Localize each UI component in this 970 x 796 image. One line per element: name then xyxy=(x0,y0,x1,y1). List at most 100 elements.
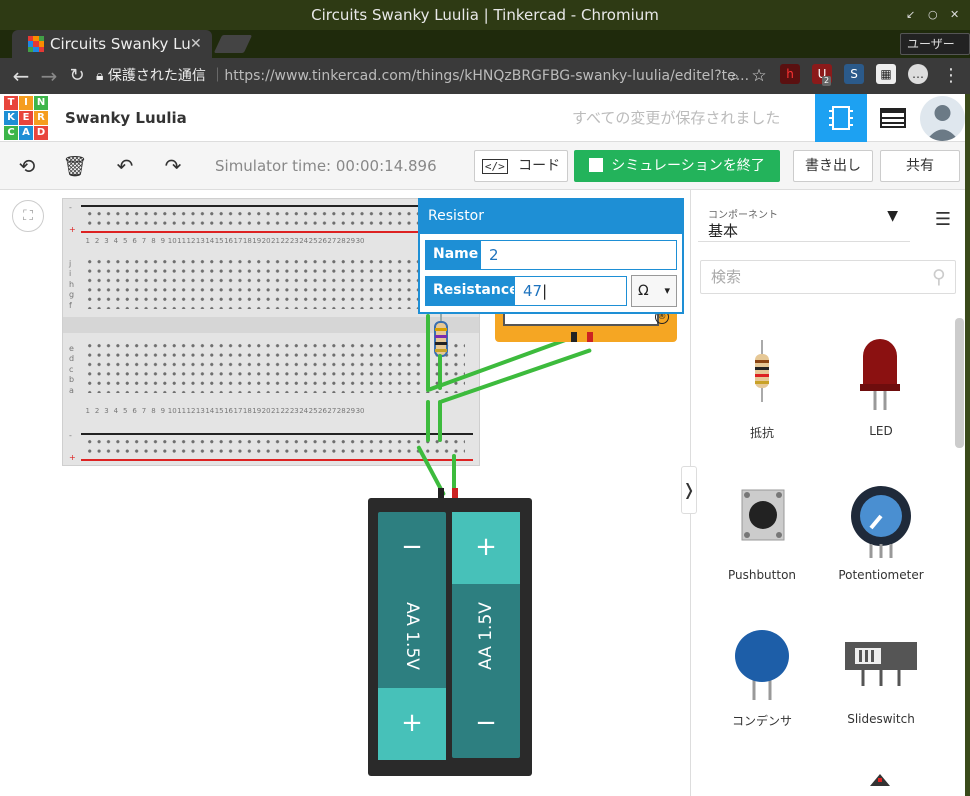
extension-s-icon[interactable]: S xyxy=(844,64,864,84)
component-label: Potentiometer xyxy=(838,568,924,582)
component-label: コンデンサ xyxy=(731,714,792,728)
wire[interactable] xyxy=(426,400,430,442)
back-icon[interactable]: ← xyxy=(12,64,30,88)
component-tile-potentiometer[interactable]: Potentiometer xyxy=(825,480,937,590)
rotate-icon[interactable]: ⟲ xyxy=(18,154,36,178)
resistance-label: Resistance xyxy=(425,276,519,306)
stop-simulation-button[interactable]: シミュレーションを終了 xyxy=(574,150,780,182)
power-rail-holes xyxy=(85,437,465,457)
address-bar xyxy=(0,58,970,94)
trash-icon[interactable]: 🗑︎ xyxy=(62,154,88,178)
battery-pack[interactable]: − AA 1.5V + + AA 1.5V − xyxy=(368,498,532,776)
project-title[interactable]: Swanky Luulia xyxy=(65,109,187,127)
simulator-time: Simulator time: 00:00:14.896 xyxy=(215,157,437,175)
probe-black xyxy=(571,332,577,342)
logo-letter: I xyxy=(19,96,33,110)
led-icon xyxy=(860,339,900,410)
battery-terminal-negative xyxy=(438,488,444,500)
logo-letter: C xyxy=(4,126,18,140)
save-status: すべての変更が保存されました xyxy=(572,109,781,127)
resistor-icon xyxy=(755,340,769,402)
search-icon[interactable]: ⚲ xyxy=(932,266,946,288)
component-tile-led[interactable]: LED xyxy=(825,332,937,442)
tinkercad-logo[interactable]: T I N K E R C A D xyxy=(4,96,48,140)
rail-line-negative xyxy=(81,433,473,435)
browser-menu-icon[interactable]: ⋮ xyxy=(942,65,960,86)
circuit-view-button[interactable] xyxy=(815,94,867,142)
panel-collapse-button[interactable]: ❭ xyxy=(681,466,697,514)
share-button[interactable]: 共有 xyxy=(880,150,960,182)
logo-letter: N xyxy=(34,96,48,110)
fit-view-icon[interactable]: ⛶ xyxy=(12,200,44,232)
url-input[interactable]: 🔒︎ 保護された通信 ｜https://www.tinkercad.com/th… xyxy=(96,68,750,84)
name-input[interactable]: 2 xyxy=(480,240,677,270)
component-tile-pushbutton[interactable]: Pushbutton xyxy=(706,480,818,590)
component-tile-resistor[interactable]: 抵抗 xyxy=(706,332,818,442)
components-panel xyxy=(690,190,965,796)
chat-extension-icon[interactable]: … xyxy=(908,64,928,84)
extension-h-icon[interactable]: h xyxy=(780,64,800,84)
unit-value: Ω xyxy=(638,283,649,299)
tab-title: Circuits Swanky Lu xyxy=(50,35,191,53)
redo-icon[interactable]: ↷ xyxy=(164,154,182,178)
panel-scrollbar[interactable] xyxy=(955,318,964,448)
rail-sign: - xyxy=(69,203,72,212)
component-tile-slideswitch[interactable]: Slideswitch xyxy=(825,624,937,734)
component-tile-capacitor[interactable]: コンデンサ xyxy=(706,624,818,734)
export-button[interactable]: 書き出し xyxy=(793,150,873,182)
component-preview-icon xyxy=(870,774,890,786)
cell-sign: − xyxy=(475,708,497,738)
wire[interactable] xyxy=(426,314,430,392)
inspector-title: Resistor xyxy=(418,198,684,234)
code-button[interactable]: </> コード xyxy=(474,150,568,182)
power-rail-holes xyxy=(85,209,465,229)
category-caption: コンポーネント xyxy=(708,210,778,221)
browser-tab[interactable]: Circuits Swanky Lu xyxy=(12,30,212,58)
rail-sign: + xyxy=(69,225,76,234)
user-silhouette-icon xyxy=(926,105,959,141)
slideswitch-icon xyxy=(845,642,917,686)
list-view-icon[interactable]: ☰ xyxy=(934,209,952,230)
qr-extension-icon[interactable]: ▦ xyxy=(876,64,896,84)
logo-letter: D xyxy=(34,126,48,140)
component-category-select[interactable]: コンポーネント 基本 ▼ xyxy=(698,198,910,242)
name-label: Name xyxy=(425,240,481,270)
tab-close-icon[interactable]: ✕ xyxy=(190,36,202,52)
user-avatar[interactable] xyxy=(920,96,965,141)
battery-terminal-positive xyxy=(452,488,458,500)
capacitor-icon xyxy=(735,630,789,700)
bookmark-star-icon[interactable]: ☆ xyxy=(751,66,767,86)
rail-line-positive xyxy=(81,231,473,233)
component-search-input[interactable]: 検索 xyxy=(700,260,956,294)
component-tile-partial[interactable] xyxy=(868,770,892,790)
forward-icon[interactable]: → xyxy=(40,64,58,88)
component-list-button[interactable] xyxy=(867,94,919,142)
battery-cell-right: + AA 1.5V − xyxy=(452,512,520,758)
reload-icon[interactable]: ↻ xyxy=(69,65,85,86)
logo-letter: T xyxy=(4,96,18,110)
url-text: https://www.tinkercad.com/things/kHNQzBR… xyxy=(224,68,750,84)
center-channel xyxy=(63,317,479,333)
category-value: 基本 xyxy=(708,222,739,240)
resistance-input[interactable]: 47| xyxy=(514,276,627,306)
pushbutton-icon xyxy=(741,489,785,541)
chevron-down-icon: ▾ xyxy=(664,284,670,297)
wire[interactable] xyxy=(438,400,442,442)
code-icon: </> xyxy=(481,159,508,174)
table-icon xyxy=(880,108,906,128)
profile-chip[interactable]: ユーザー 1 xyxy=(900,33,970,71)
maximize-icon[interactable]: ○ xyxy=(928,8,938,21)
component-label: Slideswitch xyxy=(847,712,915,726)
zoom-icon[interactable]: ⌕ xyxy=(730,67,740,85)
probe-red xyxy=(587,332,593,342)
rail-sign: - xyxy=(69,431,72,440)
unit-select[interactable]: Ω ▾ xyxy=(631,275,677,307)
close-window-icon[interactable]: ✕ xyxy=(950,8,960,21)
minimize-icon[interactable]: ↙ xyxy=(906,8,916,21)
undo-icon[interactable]: ↶ xyxy=(116,154,134,178)
battery-cell-left: − AA 1.5V + xyxy=(378,512,446,760)
